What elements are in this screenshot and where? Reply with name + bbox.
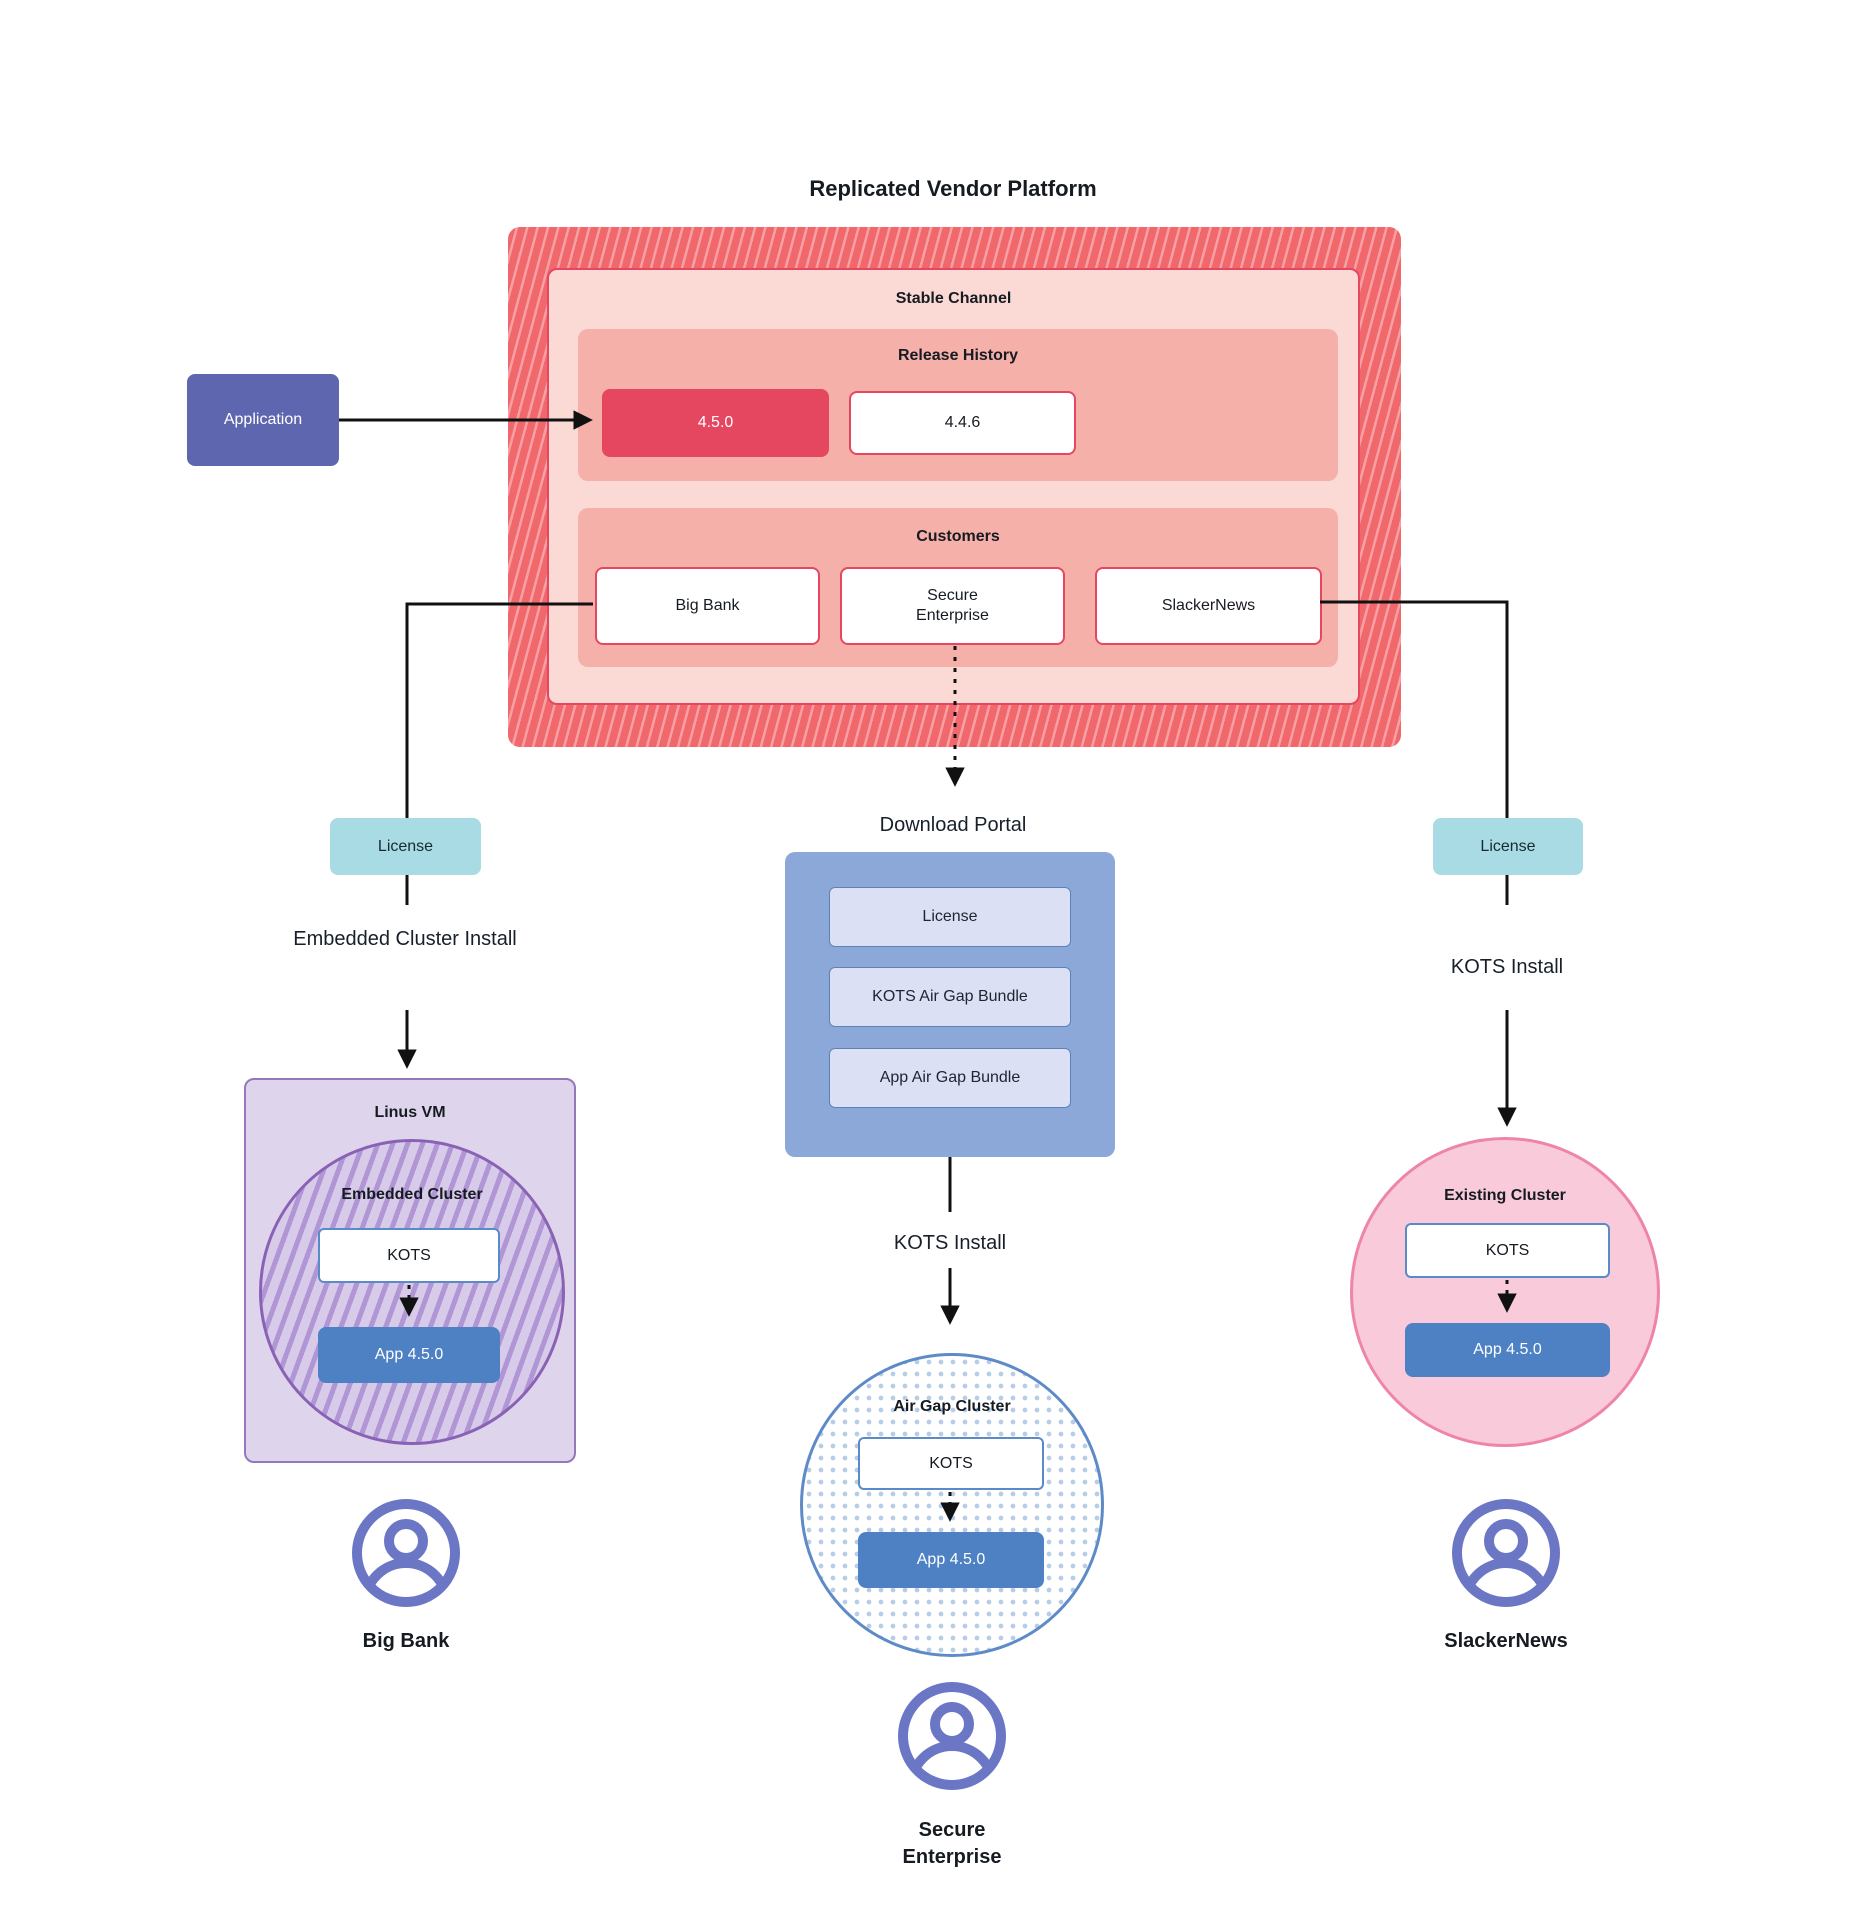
existing-cluster-circle: Existing Cluster [1350, 1137, 1660, 1447]
release-4-4-6[interactable]: 4.4.6 [849, 391, 1076, 455]
license-chip-right: License [1433, 818, 1583, 875]
embedded-cluster-circle: Embedded Cluster [259, 1139, 565, 1445]
embedded-cluster-label: Embedded Cluster [341, 1186, 483, 1203]
kots-node-left[interactable]: KOTS [318, 1228, 500, 1283]
customer-slackernews[interactable]: SlackerNews [1095, 567, 1322, 645]
portal-item-app-airgap-bundle[interactable]: App Air Gap Bundle [829, 1048, 1071, 1108]
user-icon-big-bank [352, 1499, 460, 1607]
app-node-left[interactable]: App 4.5.0 [318, 1327, 500, 1383]
customers-section: Customers Big Bank Secure Enterprise Sla… [578, 508, 1338, 667]
existing-cluster-label: Existing Cluster [1444, 1187, 1566, 1204]
portal-item-kots-airgap-bundle[interactable]: KOTS Air Gap Bundle [829, 967, 1071, 1027]
license-chip-left: License [330, 818, 481, 875]
vendor-platform-container: Stable Channel Release History 4.5.0 4.4… [508, 227, 1401, 747]
app-node-right[interactable]: App 4.5.0 [1405, 1323, 1610, 1377]
air-gap-cluster-label: Air Gap Cluster [893, 1398, 1011, 1415]
air-gap-cluster-circle: Air Gap Cluster [800, 1353, 1104, 1657]
embedded-cluster-install-label: Embedded Cluster Install [293, 928, 517, 950]
kots-install-label-right: KOTS Install [1450, 956, 1564, 978]
release-4-5-0[interactable]: 4.5.0 [602, 389, 829, 457]
application-node[interactable]: Application [187, 374, 339, 466]
secure-enterprise-name: Secure Enterprise [902, 1819, 1002, 1868]
page-title: Replicated Vendor Platform [809, 176, 1097, 201]
kots-node-middle[interactable]: KOTS [858, 1437, 1044, 1490]
slackernews-name: SlackerNews [1444, 1630, 1568, 1652]
customers-label: Customers [916, 528, 1000, 545]
stable-channel-container: Stable Channel Release History 4.5.0 4.4… [547, 268, 1360, 705]
user-icon-slackernews [1452, 1499, 1560, 1607]
kots-node-right[interactable]: KOTS [1405, 1223, 1610, 1278]
app-node-middle[interactable]: App 4.5.0 [858, 1532, 1044, 1588]
customer-big-bank[interactable]: Big Bank [595, 567, 820, 645]
stable-channel-label: Stable Channel [895, 290, 1012, 307]
big-bank-name: Big Bank [362, 1630, 450, 1652]
portal-item-license[interactable]: License [829, 887, 1071, 947]
release-history-label: Release History [897, 347, 1019, 364]
customer-secure-enterprise-label: Secure Enterprise [916, 587, 989, 624]
linus-vm-label: Linus VM [374, 1104, 446, 1121]
release-history-section: Release History 4.5.0 4.4.6 [578, 329, 1338, 481]
kots-install-label-middle: KOTS Install [893, 1232, 1007, 1254]
download-portal-label: Download Portal [879, 814, 1027, 836]
user-icon-secure-enterprise [898, 1682, 1006, 1790]
download-portal-container: License KOTS Air Gap Bundle App Air Gap … [785, 852, 1115, 1157]
customer-secure-enterprise[interactable]: Secure Enterprise [840, 567, 1065, 645]
